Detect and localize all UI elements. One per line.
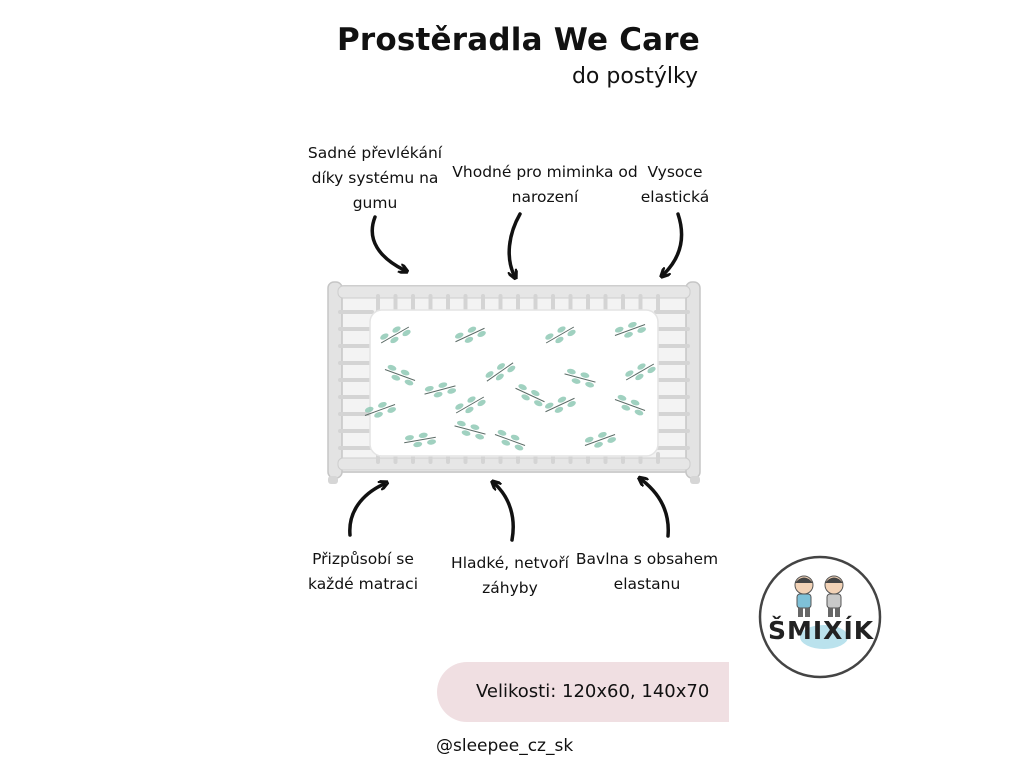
arrow-bottom-center-icon (495, 484, 515, 542)
leaf-sprig (515, 384, 545, 407)
leaf-sprig (424, 382, 457, 398)
shop-logo (758, 555, 882, 679)
page-title: Prostěradla We Care (336, 22, 700, 58)
feature-bottom-left: Přizpůsobí se každé matraci (307, 550, 418, 593)
feature-top-center: Vhodné pro miminka od narození (452, 163, 638, 206)
page-subtitle: do postýlky (571, 64, 698, 89)
arrow-top-right-icon (664, 212, 684, 274)
feature-top-left: Sadné převlékání díky systému na gumu (307, 144, 443, 212)
leaf-pattern (364, 321, 656, 451)
leaf-sprig (545, 396, 576, 413)
two-kids-logo-icon (794, 575, 844, 617)
arrow-bottom-right-icon (642, 480, 670, 538)
leaf-sprig (625, 363, 656, 381)
arrow-top-left-icon (370, 215, 404, 270)
leaf-sprig (455, 326, 486, 343)
feature-top-right: Vysoce elastická (640, 163, 710, 206)
arrow-top-center-icon (509, 212, 522, 275)
feature-bottom-center: Hladké, netvoří záhyby (451, 554, 569, 597)
instagram-handle: @sleepee_cz_sk (436, 736, 574, 756)
sizes-band (437, 662, 729, 722)
leaf-sprig (364, 401, 397, 418)
leaf-sprig (614, 321, 647, 338)
fitted-sheet (369, 309, 659, 457)
leaf-sprig (564, 368, 596, 388)
leaf-sprig (494, 429, 526, 451)
leaf-sprig (584, 431, 617, 448)
logo-wordmark: ŠMIXÍK (768, 616, 875, 645)
leaf-sprig (384, 364, 416, 386)
leaf-sprig (545, 326, 576, 344)
leaf-sprig (380, 326, 411, 344)
leaf-sprig (455, 396, 486, 414)
sizes-label: Velikosti: 120x60, 140x70 (476, 681, 710, 702)
crib-bars (338, 294, 690, 464)
crib-foot (690, 476, 700, 484)
leaf-sprig (404, 432, 436, 448)
feature-bottom-right: Bavlna s obsahem elastanu (575, 550, 719, 593)
crib-foot (328, 476, 338, 484)
crib-rail-bottom (337, 457, 691, 471)
leaf-sprig (454, 420, 486, 440)
leaf-sprig (614, 394, 646, 416)
crib-rail-top (337, 285, 691, 299)
arrow-bottom-left-icon (348, 484, 384, 537)
leaf-sprig (485, 362, 516, 382)
